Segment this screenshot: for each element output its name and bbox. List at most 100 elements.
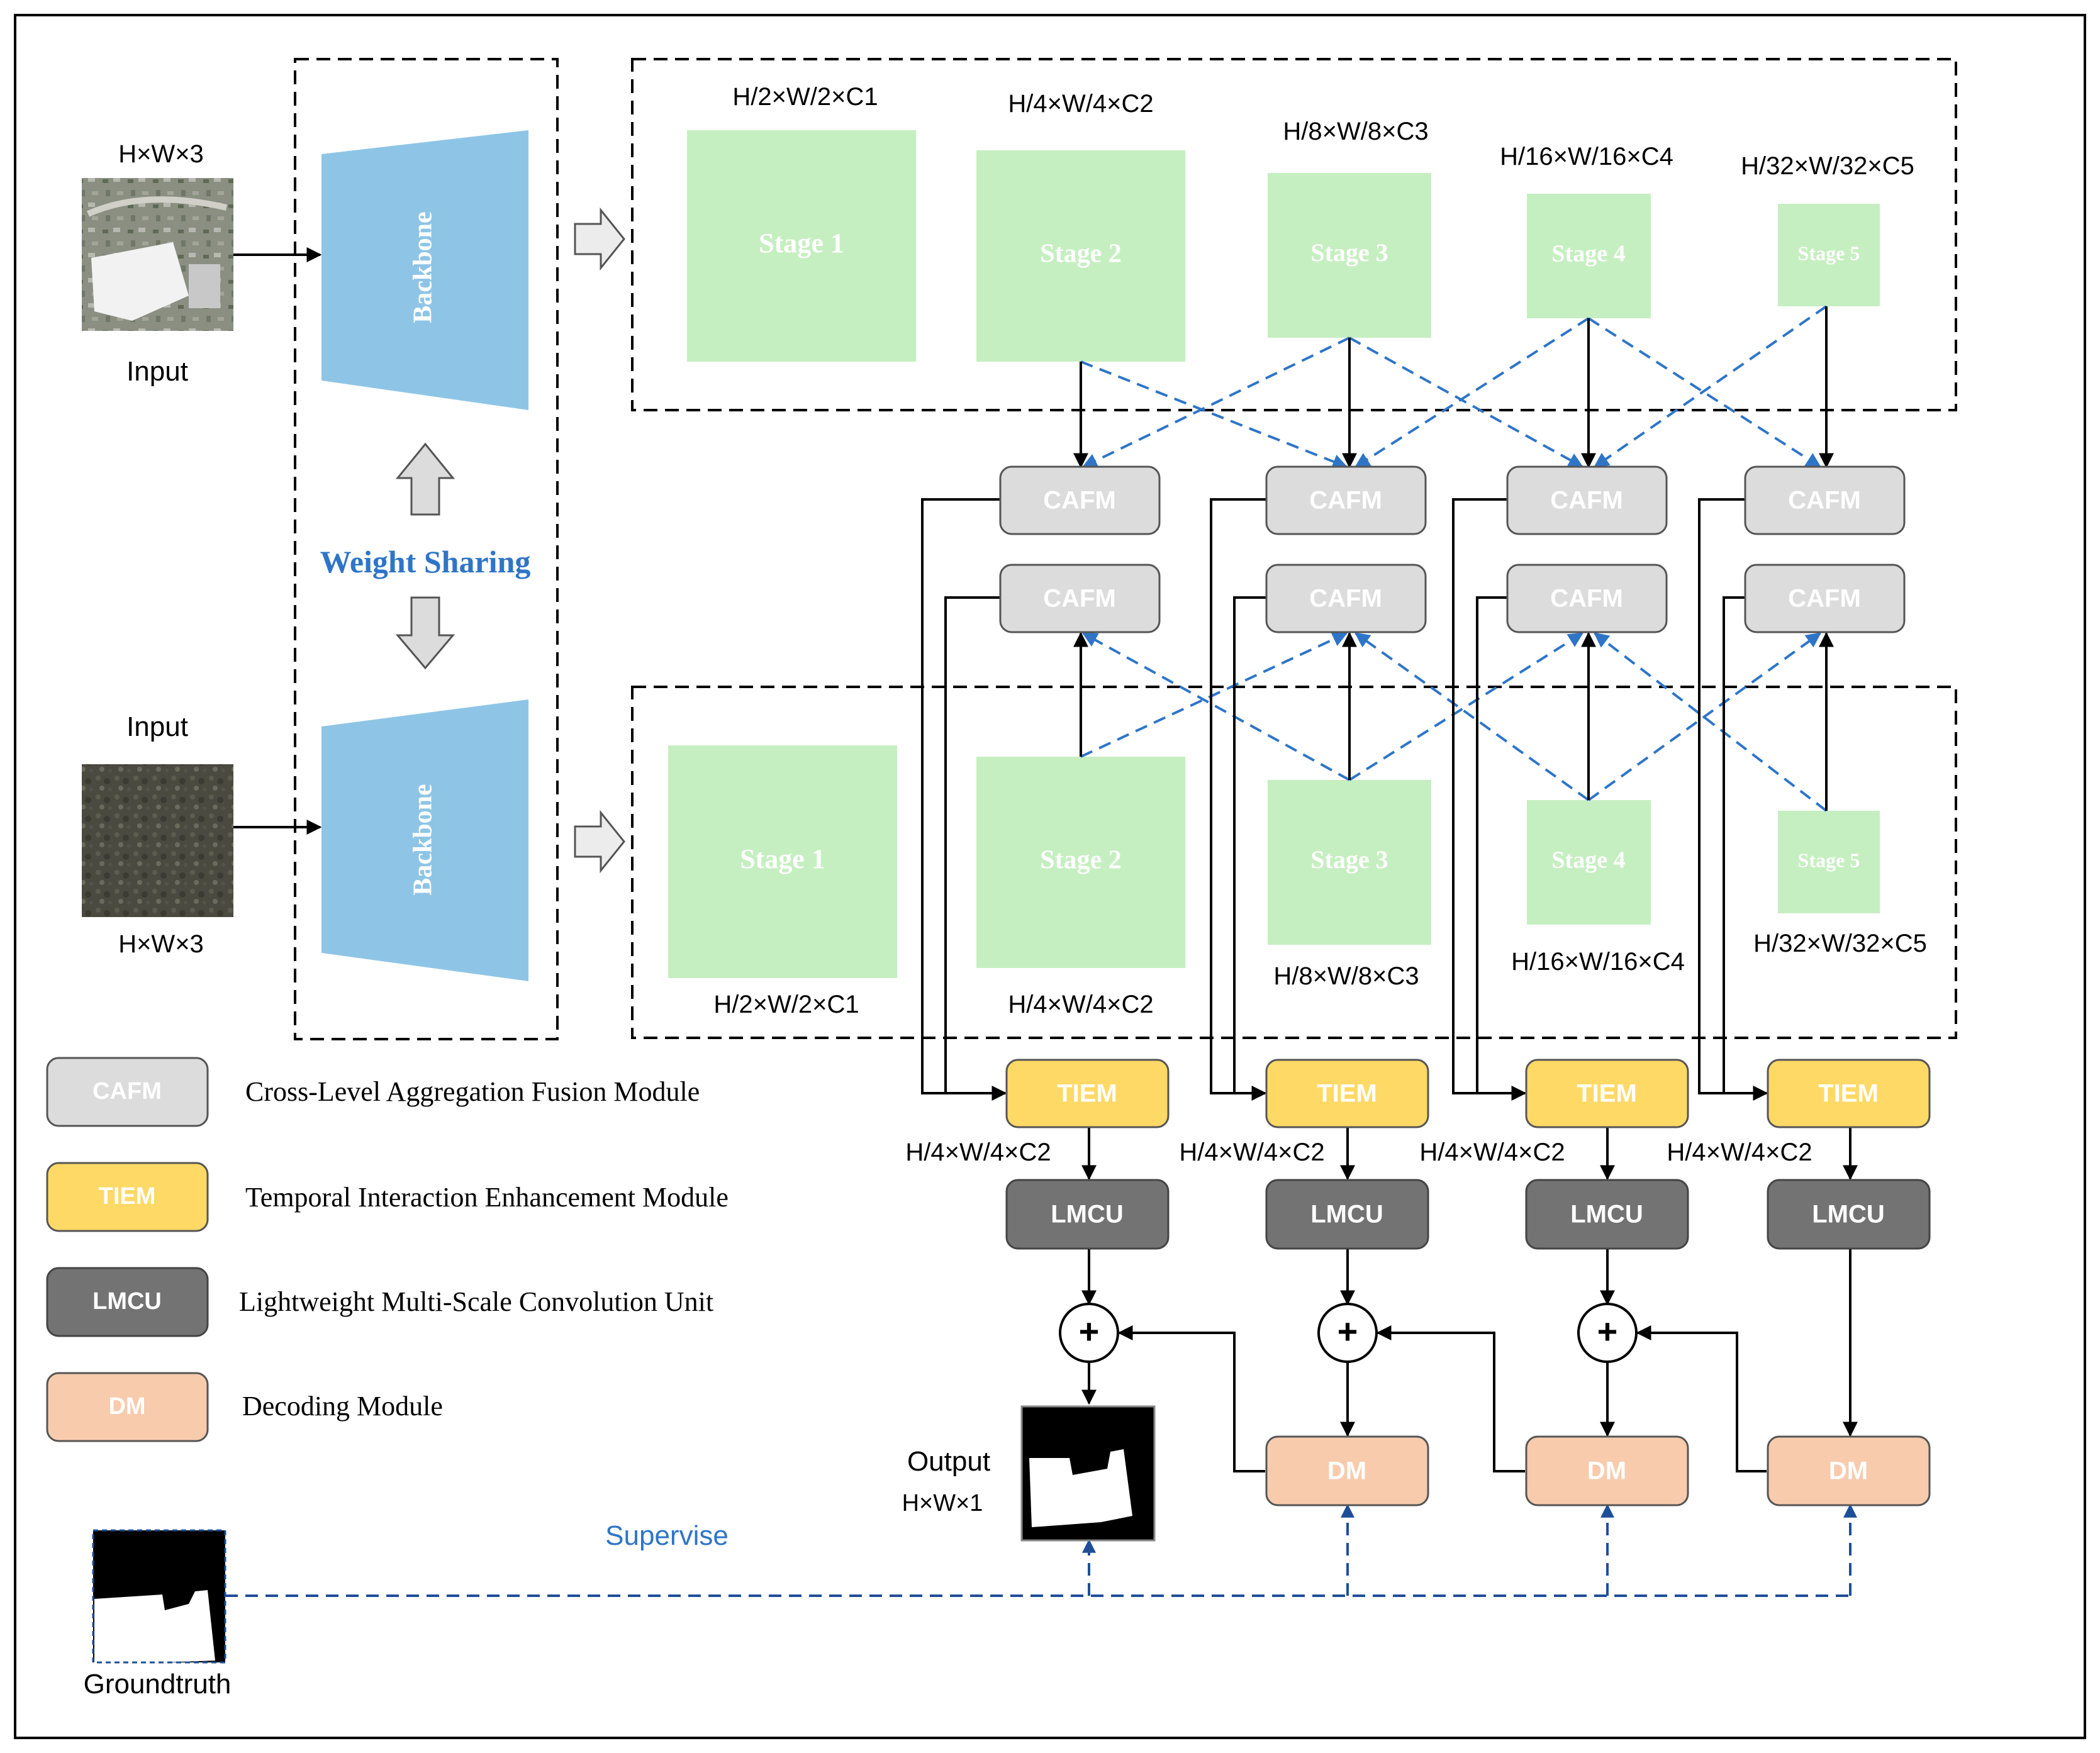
plus-node-3: + — [1577, 1303, 1638, 1363]
lmcu-4: LMCU — [1767, 1179, 1931, 1250]
top-stages-dashed-box — [631, 58, 1957, 411]
top-stage-1-label: Stage 1 — [759, 228, 844, 259]
top-input-image — [82, 178, 233, 331]
bottom-input-label: Input — [126, 711, 188, 742]
legend-cafm: CAFM Cross-Level Aggregation Fusion Modu… — [46, 1057, 700, 1127]
bottom-backbone-label: Backbone — [409, 784, 438, 895]
dm-3: DM — [1767, 1435, 1931, 1506]
tiem-3: TIEM — [1525, 1059, 1689, 1128]
weight-sharing-down-arrow — [395, 596, 455, 670]
supervise-connections — [225, 1503, 1857, 1597]
groundtruth-label: Groundtruth — [84, 1669, 232, 1700]
output-label: Output — [907, 1446, 990, 1477]
bottom-stage-1-label: Stage 1 — [740, 843, 825, 874]
bottom-feed-arrow — [574, 810, 625, 874]
top-stage-3-label: Stage 3 — [1310, 238, 1388, 267]
cafm-bottom-3: CAFM — [1506, 564, 1668, 633]
top-input-label: Input — [126, 356, 188, 387]
bottom-stage-4: Stage 4 — [1527, 800, 1651, 925]
tiem-2: TIEM — [1265, 1059, 1429, 1128]
top-stage-4-label: Stage 4 — [1551, 241, 1625, 267]
cafm-bottom-1: CAFM — [999, 564, 1161, 633]
legend-dm: DM Decoding Module — [46, 1372, 443, 1442]
legend-dm-text: Decoding Module — [242, 1391, 443, 1422]
bottom-input-dims: H×W×3 — [118, 930, 204, 958]
legend-cafm-abbr: CAFM — [92, 1078, 162, 1105]
top-stage-2: Stage 2 — [976, 150, 1185, 362]
cafm-top-4: CAFM — [1744, 465, 1906, 535]
cafm-top-2: CAFM — [1265, 465, 1427, 535]
bottom-stage-1: Stage 1 — [668, 745, 897, 978]
top-backbone — [321, 130, 528, 410]
legend-tiem-abbr: TIEM — [99, 1183, 156, 1210]
top-stage-2-dims: H/4×W/4×C2 — [1008, 90, 1153, 118]
supervise-label: Supervise — [605, 1520, 729, 1551]
plus-label: + — [1079, 1311, 1100, 1351]
outer-frame — [14, 14, 2086, 1739]
top-stage-1: Stage 1 — [687, 130, 916, 362]
lmcu-3: LMCU — [1525, 1179, 1689, 1250]
legend-tiem: TIEM Temporal Interaction Enhancement Mo… — [46, 1162, 729, 1232]
lmcu-label: LMCU — [1570, 1201, 1643, 1228]
plus-label: + — [1597, 1311, 1618, 1351]
bottom-input-image — [82, 764, 233, 917]
top-stage-3: Stage 3 — [1268, 173, 1431, 338]
tiem-label: TIEM — [1577, 1080, 1637, 1108]
cafm-label: CAFM — [1309, 585, 1382, 613]
bottom-stage-4-dims: H/16×W/16×C4 — [1511, 948, 1685, 976]
backbone-dashed-box — [294, 58, 559, 1040]
top-feed-arrow — [574, 207, 625, 271]
plus-node-2: + — [1317, 1303, 1378, 1363]
legend-lmcu: LMCU Lightweight Multi-Scale Convolution… — [46, 1267, 713, 1337]
bottom-stage-3-label: Stage 3 — [1310, 845, 1388, 874]
cafm-label: CAFM — [1550, 585, 1623, 613]
top-stage-4: Stage 4 — [1527, 194, 1651, 318]
dm-label: DM — [1327, 1457, 1366, 1485]
top-stage-5-dims: H/32×W/32×C5 — [1741, 152, 1914, 180]
cafm-bottom-2: CAFM — [1265, 564, 1427, 633]
bottom-stage-2-label: Stage 2 — [1040, 846, 1122, 875]
legend-lmcu-abbr: LMCU — [92, 1288, 162, 1315]
lmcu-1: LMCU — [1005, 1179, 1170, 1250]
legend-dm-swatch — [46, 1372, 209, 1442]
dm-2: DM — [1525, 1435, 1689, 1506]
bottom-stage-2-dims: H/4×W/4×C2 — [1008, 991, 1153, 1018]
tiem-label: TIEM — [1317, 1080, 1377, 1108]
tiem-4-dims: H/4×W/4×C2 — [1667, 1138, 1812, 1166]
legend-tiem-swatch — [46, 1162, 209, 1232]
legend-lmcu-text: Lightweight Multi-Scale Convolution Unit — [239, 1286, 713, 1317]
tiem-1: TIEM — [1005, 1059, 1170, 1128]
legend-dm-abbr: DM — [108, 1393, 145, 1420]
cafm-label: CAFM — [1788, 585, 1861, 613]
bottom-stage-5-dims: H/32×W/32×C5 — [1753, 930, 1927, 957]
cafm-label: CAFM — [1550, 487, 1623, 515]
bottom-backbone — [321, 699, 528, 981]
bottom-stage-1-dims: H/2×W/2×C1 — [713, 991, 859, 1018]
top-stage-4-dims: H/16×W/16×C4 — [1500, 143, 1673, 170]
cafm-top-1: CAFM — [999, 465, 1161, 535]
dm-1: DM — [1265, 1435, 1429, 1506]
top-backbone-label: Backbone — [409, 211, 438, 323]
plus-label: + — [1338, 1311, 1358, 1351]
top-stage-1-dims: H/2×W/2×C1 — [732, 83, 878, 111]
cafm-label: CAFM — [1043, 585, 1116, 613]
output-mask-image — [1020, 1405, 1156, 1542]
cafm-to-tiem-connections — [921, 498, 1768, 1101]
lmcu-label: LMCU — [1310, 1201, 1383, 1228]
groundtruth-image — [92, 1529, 226, 1664]
plus-node-1: + — [1059, 1303, 1119, 1363]
weight-sharing-up-arrow — [395, 442, 455, 516]
bottom-stages-dashed-box — [631, 686, 1957, 1039]
legend-cafm-swatch — [46, 1057, 209, 1127]
cafm-label: CAFM — [1309, 487, 1382, 515]
cafm-label: CAFM — [1043, 487, 1116, 515]
bottom-stage-3: Stage 3 — [1268, 780, 1431, 945]
top-vertical-connections — [1073, 306, 1834, 469]
bottom-cross-connections — [1080, 632, 1828, 812]
lmcu-2: LMCU — [1265, 1179, 1429, 1250]
dm-label: DM — [1829, 1457, 1868, 1485]
output-dims: H×W×1 — [902, 1490, 983, 1516]
tiem-4: TIEM — [1767, 1059, 1931, 1128]
lmcu-label: LMCU — [1812, 1201, 1885, 1228]
